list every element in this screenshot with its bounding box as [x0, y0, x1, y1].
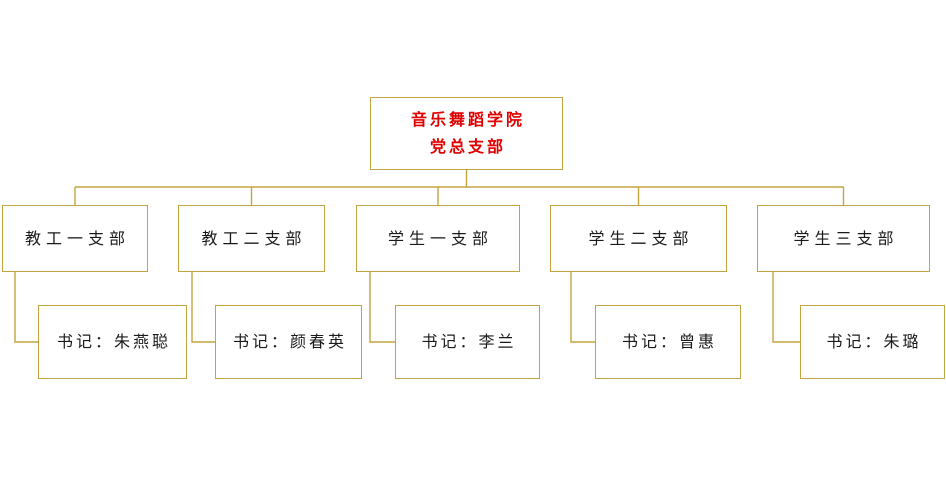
branch-node-4: 学生二支部: [550, 205, 727, 272]
secretary-node-2: 书记：颜春英: [215, 305, 362, 379]
secretary-elbow-line: [14, 272, 38, 343]
branch-node-5: 学生三支部: [757, 205, 930, 272]
branch-node-2: 教工二支部: [178, 205, 325, 272]
branch-label: 学生一支部: [387, 228, 493, 248]
branch-label: 学生二支部: [588, 228, 694, 248]
secretary-label: 书记：颜春英: [232, 332, 347, 351]
root-node: 音乐舞蹈学院 党总支部: [370, 97, 563, 170]
secretary-label: 书记：曾惠: [621, 332, 717, 351]
secretary-node-4: 书记：曾惠: [595, 305, 741, 379]
secretary-elbow-line: [191, 272, 215, 343]
secretary-elbow-line: [369, 272, 395, 343]
secretary-label: 书记：朱燕聪: [56, 332, 171, 351]
branch-label: 学生三支部: [793, 228, 899, 248]
secretary-node-1: 书记：朱燕聪: [38, 305, 187, 379]
branch-node-1: 教工一支部: [2, 205, 148, 272]
root-title-line2: 党总支部: [429, 137, 506, 156]
secretary-elbow-line: [570, 272, 595, 343]
root-title-line1: 音乐舞蹈学院: [410, 110, 525, 129]
branch-label: 教工二支部: [201, 228, 307, 248]
secretary-label: 书记：李兰: [421, 332, 517, 351]
branch-node-3: 学生一支部: [356, 205, 520, 272]
branch-label: 教工一支部: [24, 228, 130, 248]
secretary-node-3: 书记：李兰: [395, 305, 540, 379]
secretary-node-5: 书记：朱璐: [800, 305, 945, 379]
secretary-label: 书记：朱璐: [826, 332, 922, 351]
secretary-elbow-line: [772, 272, 800, 343]
